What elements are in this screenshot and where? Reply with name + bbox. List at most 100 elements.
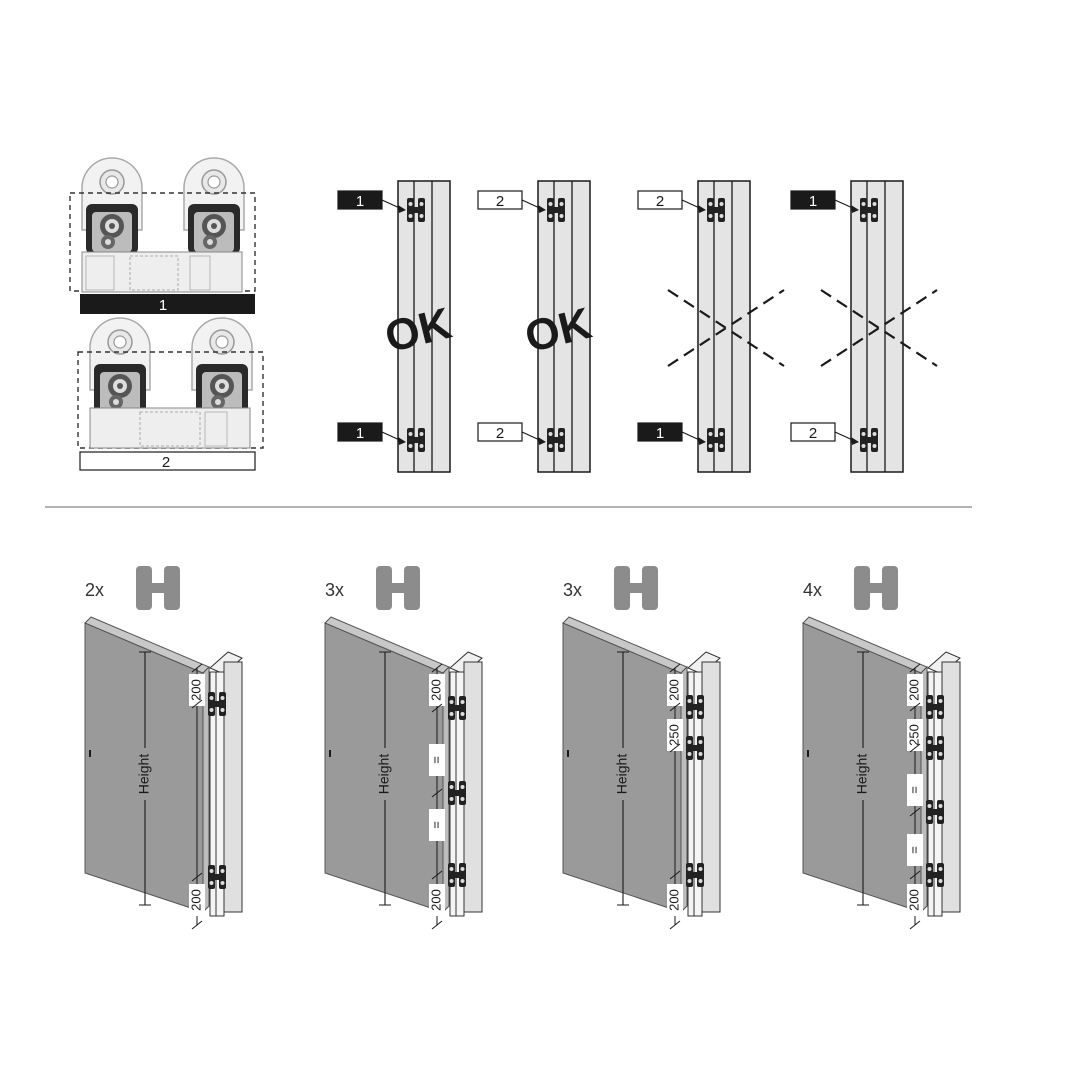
hinge-type-2-label: 2 [162, 454, 170, 471]
spacing-dimension-label: 200 [666, 889, 681, 911]
spacing-label-bg [667, 674, 683, 706]
dimension-tick [909, 663, 921, 673]
hinge-type-tag-label: 1 [356, 193, 364, 210]
spacing-dimension-label: 250 [906, 724, 921, 746]
height-label-bg [854, 748, 872, 800]
spacing-label-bg [189, 884, 205, 916]
dimension-tick [909, 870, 921, 880]
invalid-cross-line [667, 289, 785, 367]
arrow-head [698, 437, 706, 445]
spacing-dimension-label: 200 [666, 679, 681, 701]
height-label: Height [614, 754, 630, 795]
cross-section-type-1: 1 [69, 157, 256, 314]
dimension-tick [669, 663, 681, 673]
hinge-type-1-label: 1 [159, 297, 167, 314]
frame-profile [537, 180, 591, 473]
dimension-tick [431, 920, 443, 930]
spacing-label-bg [429, 884, 445, 916]
hinge-count-label: 2x [85, 580, 104, 600]
spacing-dimension-label: 200 [428, 679, 443, 701]
dimension-tick [431, 663, 443, 673]
spacing-label-bg [907, 834, 923, 866]
spacing-dimension-label: = [428, 821, 443, 829]
spacing-dimension-label: = [428, 756, 443, 764]
hinge-type-tag-label: 1 [809, 193, 817, 210]
arrow-head [538, 437, 546, 445]
height-label-bg [136, 748, 154, 800]
hinge-count-label: 4x [803, 580, 822, 600]
spacing-label-bg [907, 774, 923, 806]
hinge-count-label: 3x [325, 580, 344, 600]
hinge-type-tag-label: 1 [656, 425, 664, 442]
spacing-label-bg [189, 674, 205, 706]
spacing-dimension-label: 250 [666, 724, 681, 746]
hinge-type-tag-label: 2 [809, 425, 817, 442]
invalid-cross-line [820, 289, 938, 367]
frame-jamb-side [463, 661, 483, 913]
hinge-icon [854, 566, 898, 610]
height-label: Height [376, 754, 392, 795]
arrow-head [398, 437, 406, 445]
dimension-tick [669, 920, 681, 930]
invalid-cross-line [667, 289, 785, 367]
hinge-icon [614, 566, 658, 610]
spacing-label-bg [667, 884, 683, 916]
spacing-label-bg [907, 719, 923, 751]
hinge-type-tag-label: 2 [656, 193, 664, 210]
dimension-tick [669, 870, 681, 880]
arrow-head [851, 205, 859, 213]
height-label-bg [614, 748, 632, 800]
hinge-type-2-bar [79, 451, 256, 471]
height-label-bg [376, 748, 394, 800]
dimension-tick [191, 872, 203, 882]
dimension-tick [909, 920, 921, 930]
hinge-type-tag-label: 2 [496, 425, 504, 442]
frame-jamb-side [941, 661, 961, 913]
cross-section-type-2: 2 [77, 317, 264, 471]
frame-jamb-side [701, 661, 721, 913]
hinge-type-1-bar [80, 294, 255, 314]
spacing-label-bg [429, 744, 445, 776]
spacing-dimension-label: 200 [906, 889, 921, 911]
hinge-icon [376, 566, 420, 610]
door-side-edge [202, 665, 210, 914]
spacing-label-bg [667, 719, 683, 751]
arrow-head [851, 437, 859, 445]
dimension-tick [191, 699, 203, 709]
hinge-type-tag-label: 1 [356, 425, 364, 442]
spacing-label-bg [907, 884, 923, 916]
dimension-tick [431, 870, 443, 880]
arrow-head [398, 205, 406, 213]
dimension-tick [191, 663, 203, 673]
spacing-dimension-label: = [906, 786, 921, 794]
dimension-tick [909, 743, 921, 753]
dimension-tick [431, 788, 443, 798]
frame-jamb-side [223, 661, 243, 913]
spacing-dimension-label: 200 [906, 679, 921, 701]
dimension-tick [909, 807, 921, 817]
invalid-cross-line [820, 289, 938, 367]
frame-profile [397, 180, 451, 473]
hinge-type-tag-label: 2 [496, 193, 504, 210]
spacing-label-bg [429, 674, 445, 706]
arrow-head [538, 205, 546, 213]
spacing-dimension-label: 200 [188, 889, 203, 911]
spacing-dimension-label: 200 [428, 889, 443, 911]
dimension-tick [669, 743, 681, 753]
spacing-dimension-label: 200 [188, 679, 203, 701]
hinge-icon [136, 566, 180, 610]
spacing-dimension-label: = [906, 846, 921, 854]
dimension-tick [191, 920, 203, 930]
hinge-count-label: 3x [563, 580, 582, 600]
dimension-tick [669, 702, 681, 712]
height-label: Height [854, 754, 870, 795]
